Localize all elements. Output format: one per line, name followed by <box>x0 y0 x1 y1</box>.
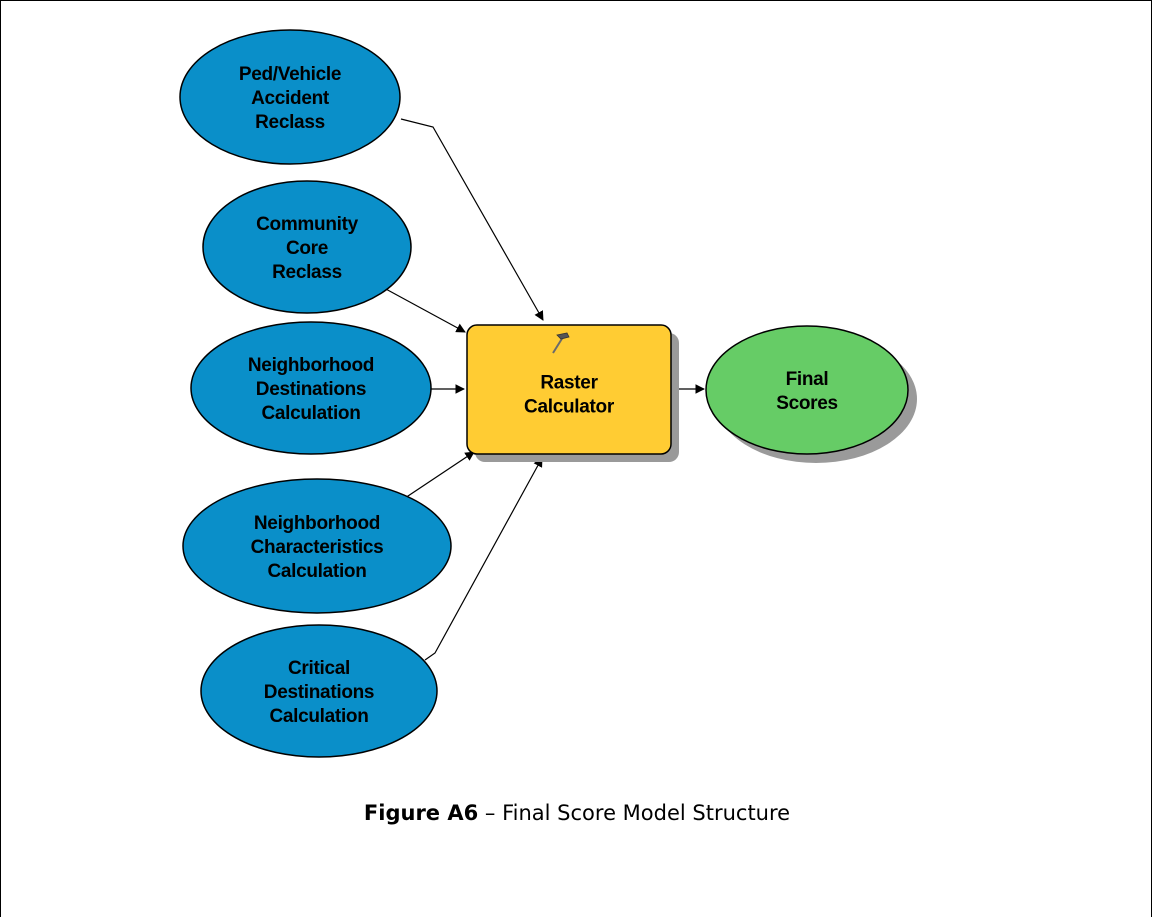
input-label-line: Characteristics <box>251 537 384 558</box>
tool-label-line: Raster <box>540 373 598 394</box>
nodes: Ped/VehicleAccidentReclassCommunityCoreR… <box>179 29 917 758</box>
input-label-line: Calculation <box>267 561 366 582</box>
input-label-line: Community <box>256 214 359 235</box>
input-ellipse <box>179 29 401 165</box>
input-label-line: Core <box>286 238 328 259</box>
output-label-line: Final <box>786 369 829 390</box>
input-label-line: Reclass <box>255 112 325 133</box>
input-label-line: Destinations <box>256 379 366 400</box>
hammer-icon <box>552 332 570 354</box>
caption-text: Final Score Model Structure <box>502 801 791 825</box>
input-label-line: Calculation <box>269 706 368 727</box>
caption-separator: – <box>478 801 503 825</box>
input-label-line: Neighborhood <box>254 513 380 534</box>
input-label-line: Reclass <box>272 262 342 283</box>
input-ellipse <box>182 478 452 614</box>
figure-caption: Figure A6 – Final Score Model Structure <box>1 801 1152 825</box>
output-ellipse <box>705 325 909 455</box>
input-label-line: Calculation <box>261 403 360 424</box>
input-label-line: Accident <box>251 88 330 109</box>
connector-arrow-critical-destinations <box>424 457 543 661</box>
input-label-line: Neighborhood <box>248 355 374 376</box>
input-label-line: Critical <box>288 658 350 679</box>
connector-arrow-community-core <box>383 287 466 333</box>
connector-arrow-ped-vehicle <box>400 118 544 321</box>
output-label-line: Scores <box>776 393 838 414</box>
input-ellipse <box>202 180 412 314</box>
tool-label-line: Calculator <box>524 397 615 418</box>
input-ellipse <box>200 624 438 758</box>
connector-arrow-neighborhood-characteristics <box>404 451 475 499</box>
tool-box <box>466 324 672 455</box>
input-label-line: Destinations <box>264 682 374 703</box>
input-ellipse <box>190 321 432 455</box>
caption-label: Figure A6 <box>363 801 479 825</box>
input-label-line: Ped/Vehicle <box>239 64 341 85</box>
